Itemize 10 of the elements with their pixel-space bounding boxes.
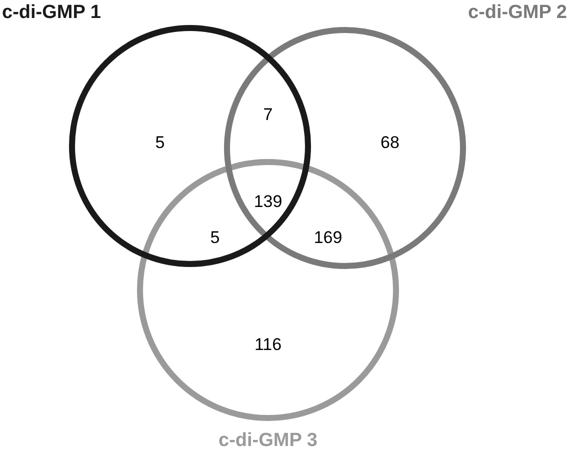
set-title: c-di-GMP 2 <box>468 2 567 24</box>
set-title: c-di-GMP 3 <box>218 430 318 452</box>
region-count: 169 <box>314 228 342 248</box>
region-count: 116 <box>254 335 282 355</box>
region-count: 5 <box>155 133 165 153</box>
region-count: 139 <box>254 192 282 212</box>
set-title: c-di-GMP 1 <box>2 2 101 24</box>
region-count: 68 <box>380 133 400 153</box>
region-count: 7 <box>263 105 273 125</box>
region-count: 5 <box>210 228 220 248</box>
